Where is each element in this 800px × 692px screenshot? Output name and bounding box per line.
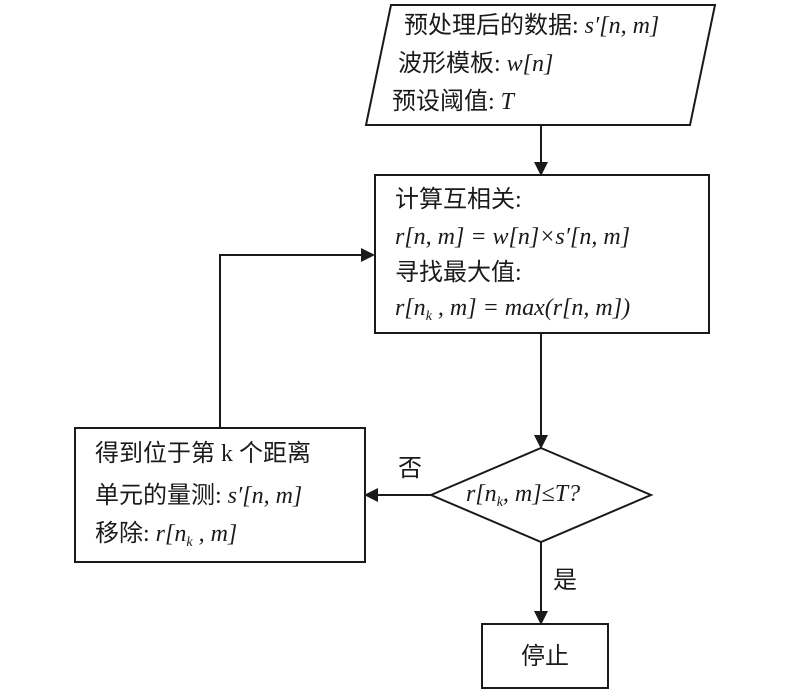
remove-subscript: k bbox=[186, 535, 193, 550]
arrow-loop-back bbox=[219, 248, 375, 428]
compute-box bbox=[374, 174, 710, 334]
input-data-label: 预处理后的数据: bbox=[404, 13, 585, 39]
compute-max-part-b: , m] = max(r[n, m]) bbox=[431, 295, 631, 321]
compute-max-part-a: r[n bbox=[395, 295, 426, 321]
remove-label: 移除: bbox=[95, 521, 156, 547]
compute-line-4: r[nk , m] = max(r[n, m]) bbox=[395, 291, 630, 334]
remove-part-b: , m] bbox=[192, 521, 238, 547]
decision-part-a: r[n bbox=[466, 481, 497, 507]
remove-measure-label: 单元的量测: bbox=[95, 483, 228, 509]
compute-line-3: 寻找最大值: bbox=[395, 260, 522, 286]
remove-part-a: r[n bbox=[155, 521, 187, 547]
input-line-template: 波形模板: w[n] bbox=[398, 47, 553, 81]
input-threshold-var: T bbox=[500, 89, 515, 115]
remove-line-2: 单元的量测: s′[n, m] bbox=[95, 479, 302, 513]
remove-measure-var: s′[n, m] bbox=[227, 483, 303, 509]
input-threshold-label: 预设阈值: bbox=[392, 89, 501, 115]
remove-box bbox=[74, 427, 366, 563]
remove-line-3: 移除: r[nk , m] bbox=[95, 517, 237, 560]
decision-part-b: , m]≤T? bbox=[502, 481, 581, 507]
decision-subscript: k bbox=[496, 495, 503, 510]
remove-line-1: 得到位于第 k 个距离 bbox=[95, 441, 311, 467]
compute-max-subscript: k bbox=[425, 309, 432, 324]
branch-label-no: 否 bbox=[398, 456, 422, 482]
compute-line-2: r[n, m] = w[n]×s′[n, m] bbox=[395, 220, 630, 254]
compute-line-1: 计算互相关: bbox=[395, 187, 522, 213]
input-template-var: w[n] bbox=[506, 51, 554, 77]
decision-text: r[nk, m]≤T? bbox=[466, 477, 580, 520]
branch-label-yes: 是 bbox=[553, 568, 577, 594]
input-template-label: 波形模板: bbox=[398, 51, 507, 77]
input-line-data: 预处理后的数据: s′[n, m] bbox=[404, 9, 659, 43]
input-data-var: s′[n, m] bbox=[584, 13, 660, 39]
stop-text: 停止 bbox=[521, 644, 569, 670]
compute-formula-crosscorr: r[n, m] = w[n]×s′[n, m] bbox=[395, 224, 631, 250]
input-line-threshold: 预设阈值: T bbox=[392, 85, 514, 119]
stop-box bbox=[481, 623, 609, 689]
input-parallelogram bbox=[364, 4, 717, 126]
